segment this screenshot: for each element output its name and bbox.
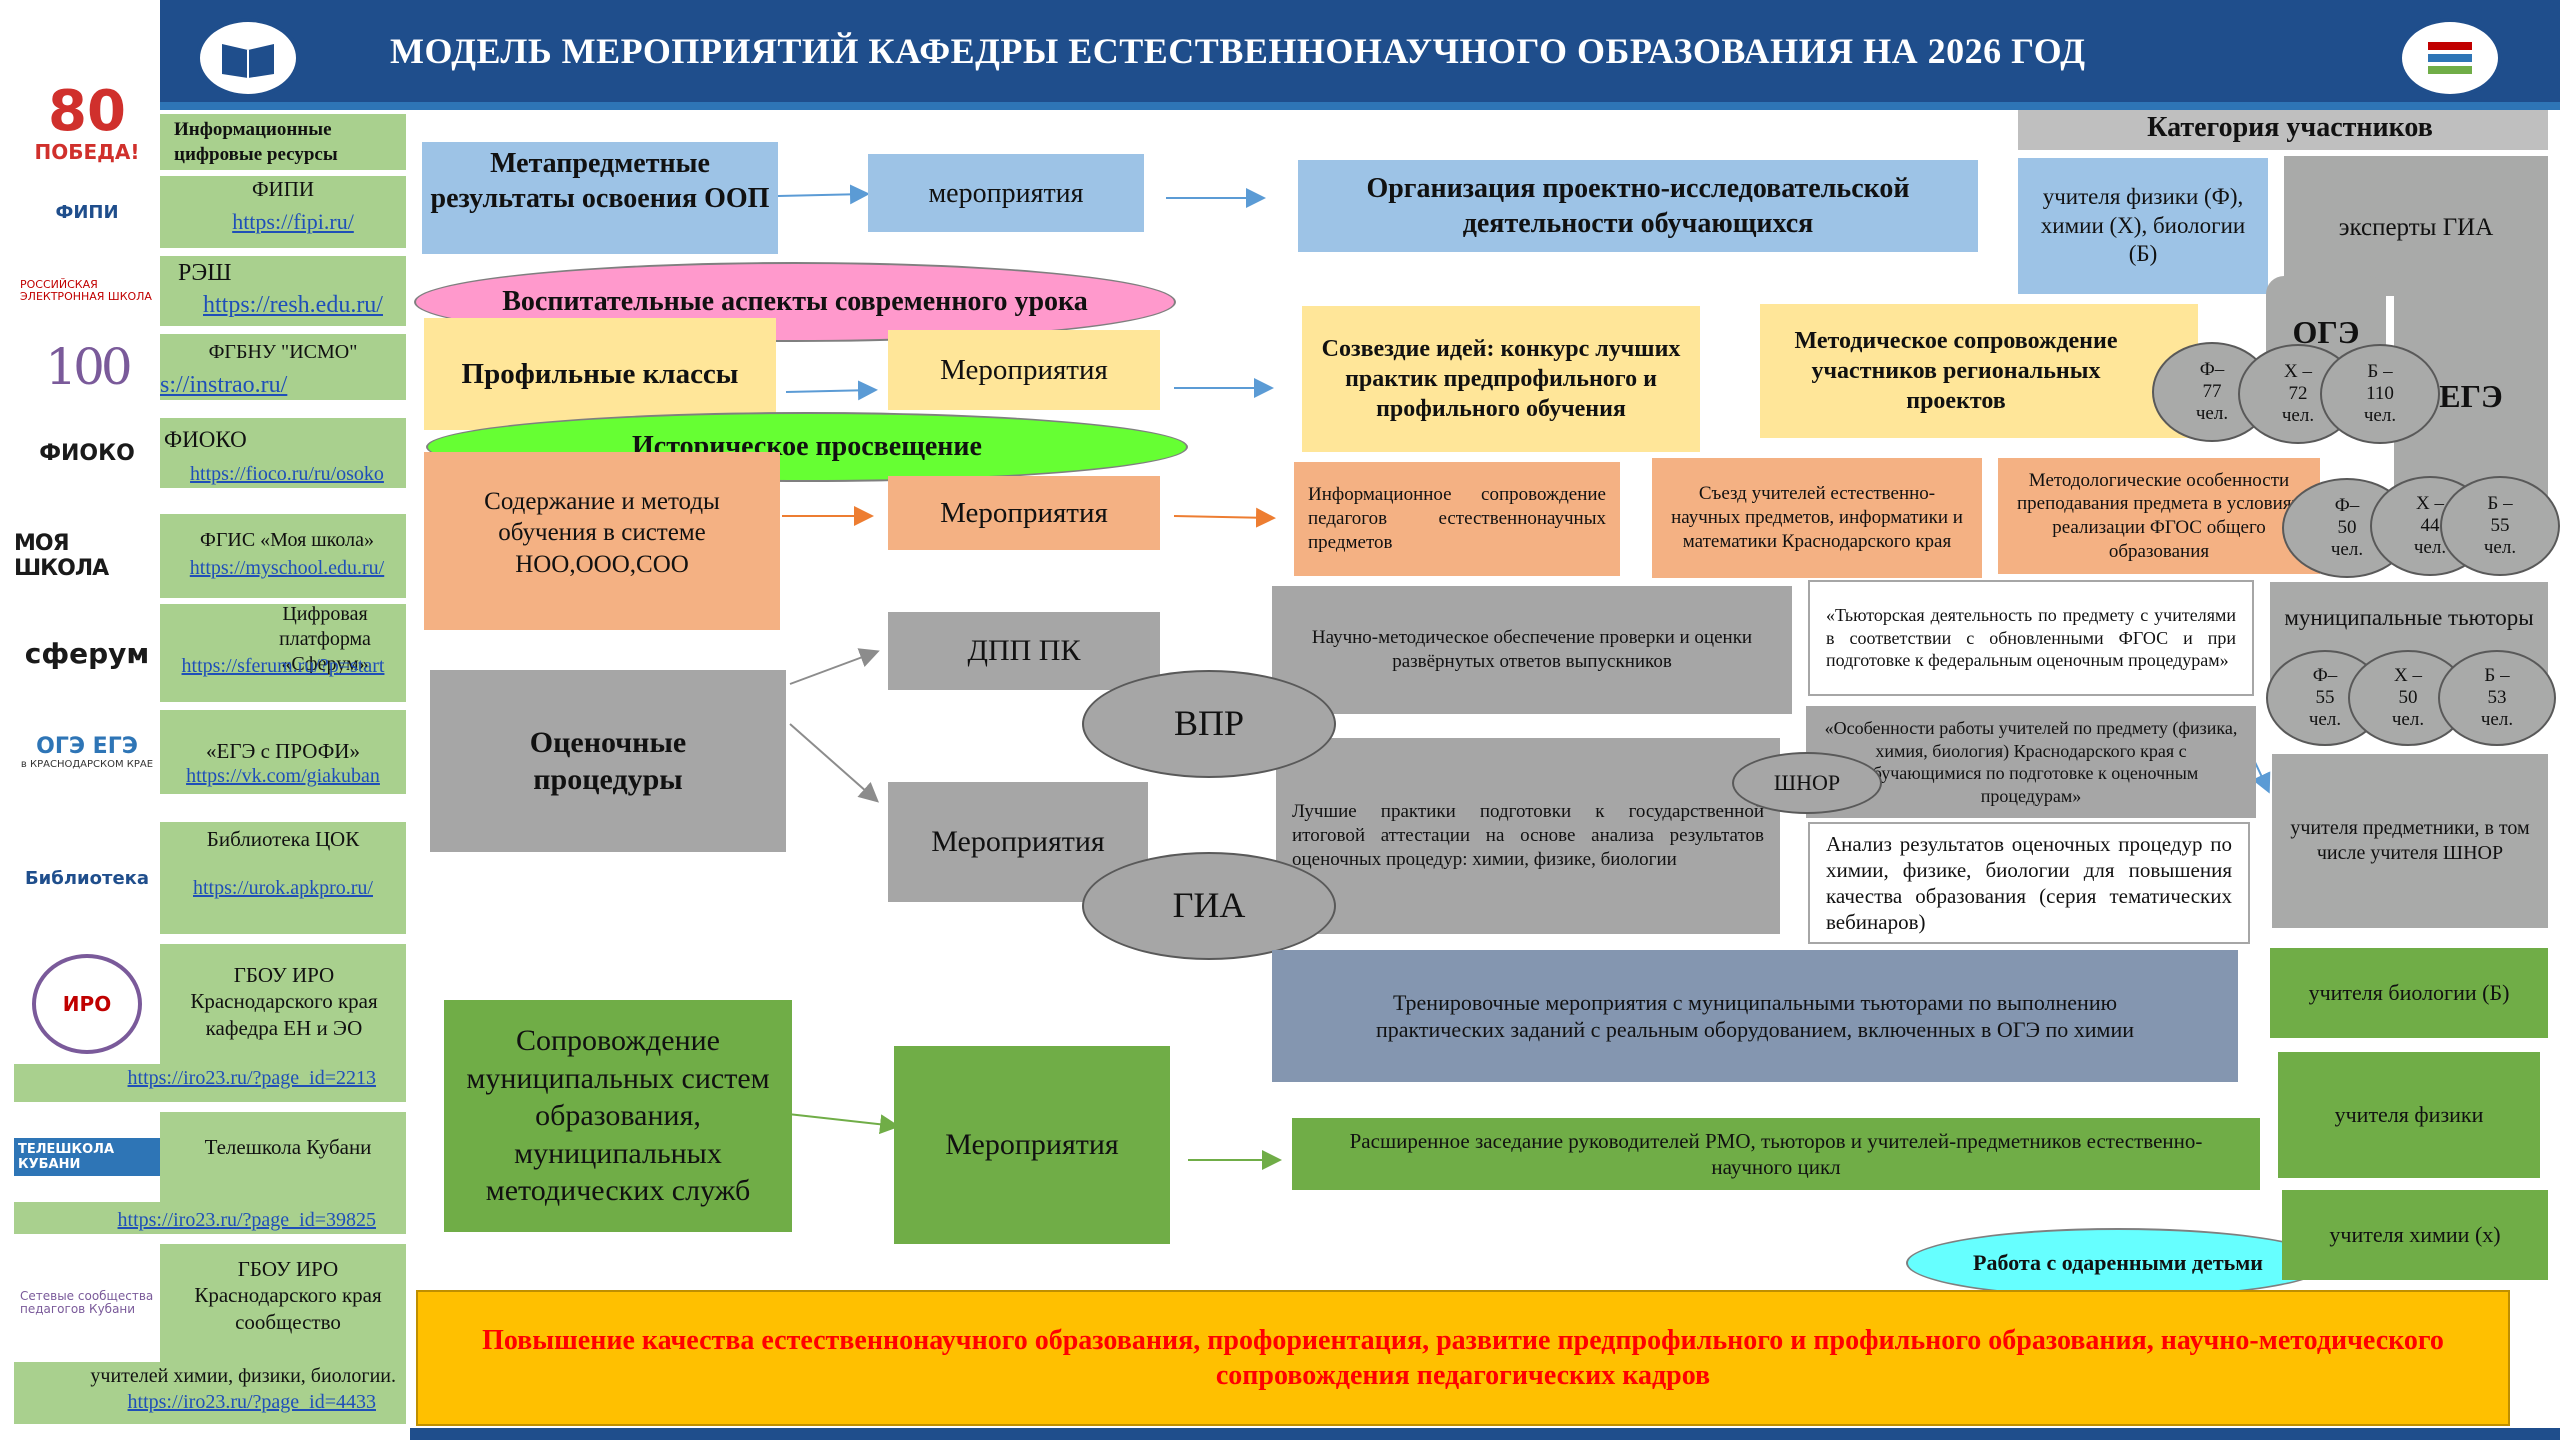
teleschool-logo: ТЕЛЕШКОЛА КУБАНИ	[14, 1112, 160, 1202]
sidebar-item-resh-link[interactable]: https://resh.edu.ru/	[203, 292, 383, 318]
events-box-5: Мероприятия	[894, 1046, 1170, 1244]
sidebar-item-ismo-link[interactable]: s://instrao.ru/	[160, 372, 288, 398]
victory-logo-text: ПОБЕДА!	[34, 140, 140, 164]
myschool-logo: МОЯ ШКОЛА	[14, 514, 160, 598]
sidebar-item-fipi-link[interactable]: https://fipi.ru/	[232, 209, 354, 234]
library-logo: Библиотека	[14, 822, 160, 934]
events-box-2: Мероприятия	[888, 330, 1160, 410]
arrow-features-teachers	[2252, 759, 2271, 794]
sidebar-item-teleschool-link[interactable]: https://iro23.ru/?page_id=39825	[117, 1209, 376, 1231]
sidebar-item-sferum-name: Цифровая платформа «Сферум»	[279, 603, 371, 675]
best-practices-box: Лучшие практики подготовки к государстве…	[1276, 738, 1780, 934]
scientific-support-box: Научно-методическое обеспечение проверки…	[1272, 586, 1792, 714]
sidebar-item-library-name: Библиотека ЦОК	[206, 827, 360, 851]
sidebar-item-iro-en-link[interactable]: https://iro23.ru/?page_id=2213	[127, 1067, 376, 1089]
page-title: МОДЕЛЬ МЕРОПРИЯТИЙ КАФЕДРЫ ЕСТЕСТВЕННОНА…	[390, 31, 2086, 71]
events-box-3: Мероприятия	[888, 476, 1160, 550]
sferum-logo: сферум	[14, 604, 160, 702]
bio-teachers-box: учителя биологии (Б)	[2270, 948, 2548, 1038]
events-box-1: мероприятия	[868, 154, 1144, 232]
tutor-activity-box: «Тьюторская деятельность по предмету с у…	[1808, 580, 2254, 696]
support-municipal-box: Сопровождение муниципальных систем образ…	[444, 1000, 792, 1232]
arrow-events-info	[1173, 507, 1276, 528]
sidebar-item-community-extra: учителей химии, физики, биологии.	[90, 1365, 396, 1387]
arrow-support-events	[787, 1113, 900, 1135]
books-icon	[2428, 42, 2472, 74]
sidebar-item-library-link[interactable]: https://urok.apkpro.ru/	[193, 877, 373, 899]
info-support-box: Информационное сопровождение педагогов е…	[1294, 462, 1620, 576]
metasubject-box: Метапредметные результаты освоения ООП	[422, 142, 778, 254]
victory-logo-number: 80	[48, 79, 126, 144]
sidebar-item-teleschool-name: Телешкола Кубани	[204, 1135, 372, 1159]
victory-logo: 80 ПОБЕДА!	[14, 10, 160, 170]
content-methods-box: Содержание и методы обучения в системе Н…	[424, 452, 780, 630]
constellation-box: Созвездие идей: конкурс лучших практик п…	[1302, 306, 1700, 452]
ege-logo: ОГЭ ЕГЭ в КРАСНОДАРСКОМ КРАЕ	[14, 706, 160, 798]
community-logo: Сетевые сообщества педагогов Кубани	[14, 1244, 160, 1362]
subject-teachers-box: учителя предметники, в том числе учителя…	[2272, 754, 2548, 928]
iro-logo: ИРО	[14, 944, 160, 1064]
assessment-box: Оценочные процедуры	[430, 670, 786, 852]
chem-teachers-box: учителя химии (х)	[2282, 1190, 2548, 1280]
congress-box: Съезд учителей естественно-научных предм…	[1652, 458, 1982, 578]
sidebar-item-myschool-link[interactable]: https://myschool.edu.ru/	[189, 557, 385, 579]
arrow-assessment-events	[789, 723, 879, 803]
sidebar-item-community-link[interactable]: https://iro23.ru/?page_id=4433	[127, 1391, 376, 1413]
footer-bar	[410, 1428, 2560, 1440]
header-bar	[160, 0, 2560, 102]
methodical-regional-box: Методическое сопровождение участников ре…	[1760, 304, 2198, 438]
methodological-features-box: Методологические особенности преподавани…	[1998, 458, 2320, 574]
category-heading-bg	[2018, 110, 2548, 150]
analysis-box: Анализ результатов оценочных процедур по…	[1808, 822, 2250, 944]
header-stripe	[160, 102, 2560, 110]
sidebar-item-iro-en-name: ГБОУ ИРО Краснодарского края кафедра ЕН …	[190, 963, 378, 1040]
sidebar-item-resh-name: РЭШ	[178, 260, 232, 286]
category-heading: Категория участников	[2147, 112, 2433, 143]
book-icon	[222, 44, 274, 78]
resh-logo: РОССИЙСКАЯ ЭЛЕКТРОННАЯ ШКОЛА	[14, 256, 160, 326]
sidebar-heading-box	[160, 114, 406, 170]
sidebar-item-community-name: ГБОУ ИРО Краснодарского края сообщество	[194, 1257, 382, 1334]
sidebar-heading: Информационные цифровые ресурсы	[174, 119, 338, 165]
teachers-phb-box: учителя физики (Ф), химии (Х), биологии …	[2018, 158, 2268, 294]
arrow-assessment-dpp	[789, 648, 880, 685]
research-box: Организация проектно-исследовательской д…	[1298, 160, 1978, 252]
arrow-meta-events	[777, 184, 870, 205]
bottom-banner: Повышение качества естественнонаучного о…	[416, 1290, 2510, 1426]
sidebar-item-fioko-link[interactable]: https://fioco.ru/ru/osoko	[190, 463, 384, 485]
sidebar-item-ege-profi-link[interactable]: https://vk.com/giakuban	[186, 765, 380, 787]
shnor-ellipse: ШНОР	[1732, 752, 1882, 814]
header-emblem-left	[196, 18, 300, 98]
sidebar-item-fioko-name: ФИОКО	[164, 427, 247, 452]
ismo-logo: 100	[14, 334, 160, 400]
header-emblem-right	[2398, 18, 2502, 98]
sidebar-item-ismo-name: ФГБНУ "ИСМО"	[208, 341, 358, 363]
experts-box: эксперты ГИА	[2284, 156, 2548, 296]
gifted-ellipse: Работа с одаренными детьми	[1906, 1228, 2330, 1298]
features-work-box: «Особенности работы учителей по предмету…	[1806, 706, 2256, 818]
fipi-logo: ФИПИ	[14, 176, 160, 248]
fioko-logo: ФИОКО	[14, 418, 160, 488]
training-box: Тренировочные мероприятия с муниципальны…	[1272, 950, 2238, 1082]
dpp-box: ДПП ПК	[888, 612, 1160, 690]
sidebar-item-ege-profi-name: «ЕГЭ с ПРОФИ»	[206, 739, 360, 763]
sidebar-item-sferum-link[interactable]: https://sferum.ru/?p=start	[181, 655, 385, 677]
sidebar-item-myschool-name: ФГИС «Моя школа»	[200, 529, 374, 551]
phys-teachers-box: учителя физики	[2278, 1052, 2540, 1178]
arrow-profile-events	[785, 380, 878, 401]
sidebar-item-fipi-name: ФИПИ	[251, 177, 315, 201]
vpr-ellipse: ВПР	[1082, 670, 1336, 778]
gia-ellipse: ГИА	[1082, 852, 1336, 960]
profile-classes-box: Профильные классы	[424, 318, 776, 430]
extended-meeting-box: Расширенное заседание руководителей РМО,…	[1292, 1118, 2260, 1190]
